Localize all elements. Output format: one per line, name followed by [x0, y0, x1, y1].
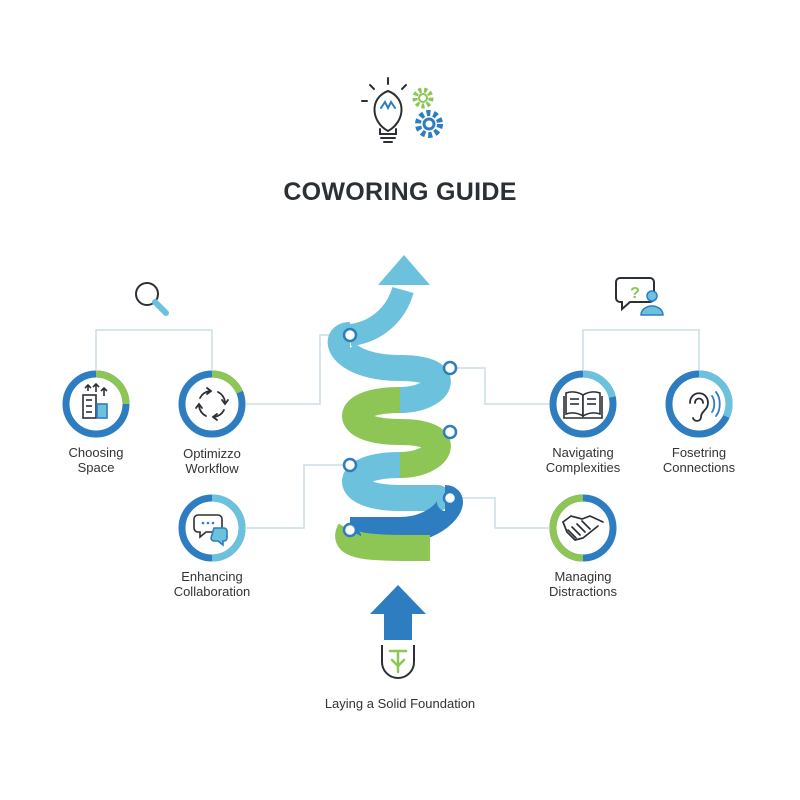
ear-sound-icon	[689, 391, 721, 422]
svg-text:?: ?	[630, 285, 640, 302]
foundation-label: Laying a Solid Foundation	[324, 696, 476, 711]
label-line: Connections	[662, 460, 736, 475]
top-arrow-head	[378, 255, 430, 285]
building-growth-icon	[82, 382, 108, 419]
label-line: Space	[77, 460, 115, 475]
label-line: Navigating	[552, 445, 614, 460]
connector-lines	[95, 329, 700, 529]
winding-path	[327, 286, 463, 561]
magnifier-icon	[135, 282, 169, 316]
page-title: COWORING GUIDE	[283, 178, 517, 206]
label-optimize-workflow: Optimizzo Workflow	[142, 446, 282, 476]
label-line: Complexities	[545, 460, 621, 475]
cycle-arrows-icon	[195, 387, 229, 421]
node-fostering-connections[interactable]	[665, 370, 733, 438]
label-line: Fosetring	[671, 445, 727, 460]
label-enhancing-collaboration: Enhancing Collaboration	[142, 569, 282, 599]
path-nodes	[342, 327, 458, 538]
label-choosing-space: Choosing Space	[26, 445, 166, 475]
node-optimize-workflow[interactable]	[178, 370, 246, 438]
label-line: Distractions	[549, 584, 617, 599]
node-enhancing-collaboration[interactable]	[178, 494, 246, 562]
label-line: Optimizzo	[183, 446, 241, 461]
label-line: Enhancing	[181, 569, 243, 584]
label-line: Choosing	[68, 445, 124, 460]
label-line: Managing	[554, 569, 612, 584]
label-managing-distractions: Managing Distractions	[513, 569, 653, 599]
node-navigating-complexities[interactable]	[549, 370, 617, 438]
handshake-icon	[562, 515, 604, 541]
gears-icon	[412, 87, 443, 138]
label-line: Workflow	[185, 461, 239, 476]
label-fostering-connections: Fosetring Connections	[629, 445, 769, 475]
open-book-icon	[563, 391, 603, 419]
lightbulb-icon	[361, 77, 407, 143]
node-managing-distractions[interactable]	[549, 494, 617, 562]
label-navigating-complexities: Navigating Complexities	[513, 445, 653, 475]
node-choosing-space[interactable]	[62, 370, 130, 438]
shovel-icon	[388, 649, 408, 674]
chat-bubbles-icon	[193, 514, 228, 547]
question-user-icon: ?	[615, 277, 664, 316]
label-line: Collaboration	[173, 584, 251, 599]
